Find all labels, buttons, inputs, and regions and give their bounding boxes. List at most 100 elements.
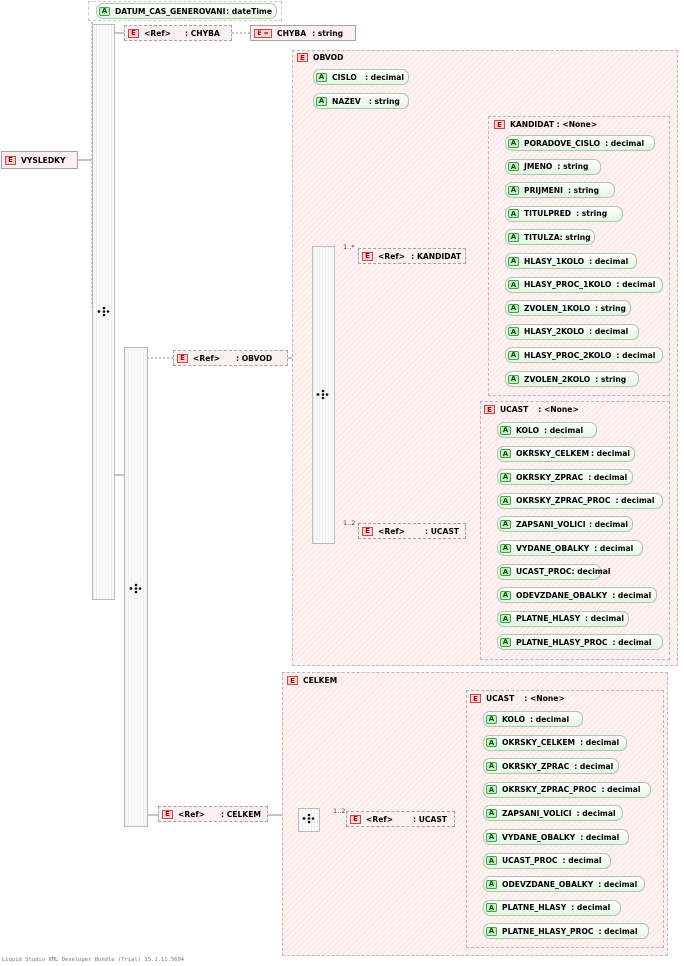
sequence-icon	[129, 583, 142, 594]
attribute-icon: A	[508, 185, 519, 195]
attribute-type: : string	[595, 374, 627, 384]
attribute-type: : dateTime	[226, 6, 272, 16]
attribute-type: : decimal	[562, 856, 602, 866]
attribute-icon: A	[508, 374, 519, 384]
chyba-ref[interactable]: E <Ref> : CHYBA	[124, 25, 232, 41]
celkem-ref[interactable]: E <Ref> : CELKEM	[158, 806, 268, 822]
attribute-name: TITULPRED	[524, 209, 572, 219]
element-icon: E	[297, 53, 308, 62]
attribute-icon: A	[500, 425, 511, 435]
attribute-type: : decimal	[364, 72, 404, 82]
attribute-type: : decimal	[616, 280, 656, 290]
attribute-type: : decimal	[601, 785, 641, 795]
root-element[interactable]: E VYSLEDKY	[1, 151, 78, 169]
attribute-icon: A	[508, 303, 519, 313]
ucast-title: UCAST	[486, 694, 515, 703]
inner-sequence[interactable]	[124, 347, 148, 827]
root-label: VYSLEDKY	[21, 155, 66, 165]
attribute-name: DATUM_CAS_GENEROVANI	[115, 6, 226, 16]
attribute-name: OKRSKY_ZPRAC_PROC	[502, 785, 597, 795]
attribute-type: : decimal	[589, 327, 629, 337]
attribute-name: VYDANE_OBALKY	[502, 832, 576, 842]
attribute-name: NAZEV	[332, 96, 361, 106]
attribute-type: : decimal	[612, 637, 652, 647]
ref-label: <Ref>	[378, 526, 406, 536]
celkem-header: E CELKEM	[287, 676, 337, 685]
attribute-name: HLASY_2KOLO	[524, 327, 585, 337]
datum-attribute[interactable]: A DATUM_CAS_GENEROVANI : dateTime	[96, 3, 277, 19]
attribute-type: : decimal	[588, 472, 628, 482]
attribute-icon: A	[500, 472, 511, 482]
attribute-type: : decimal	[612, 590, 652, 600]
element-icon: E	[177, 353, 188, 363]
attribute-icon: A	[316, 96, 327, 106]
attribute-name: ZAPSANI_VOLICI	[516, 519, 586, 529]
attribute-type: : string	[568, 185, 600, 195]
attribute-type: : string	[576, 209, 608, 219]
attribute-name: PLATNE_HLASY	[502, 903, 567, 913]
attribute-icon: A	[500, 637, 511, 647]
multiplicity-label: 1..2	[343, 519, 356, 527]
attribute-type: : decimal	[588, 519, 628, 529]
kandidat-header: E KANDIDAT : <None>	[494, 120, 597, 129]
attribute-icon: A	[99, 6, 110, 16]
multiplicity-label: 1..2	[333, 807, 346, 815]
kandidat-ref[interactable]: E <Ref> : KANDIDAT	[358, 248, 466, 264]
chyba-element[interactable]: E = CHYBA : string	[250, 25, 356, 41]
attribute-name: ZAPSANI_VOLICI	[502, 808, 572, 818]
attribute-type: : string	[368, 96, 400, 106]
multiplicity-label: 1..*	[343, 243, 355, 251]
attribute-icon: A	[486, 714, 497, 724]
attribute-name: VYDANE_OBALKY	[516, 543, 590, 553]
attribute-icon: A	[486, 832, 497, 842]
attribute-icon: A	[486, 738, 497, 748]
celkem-sequence[interactable]	[298, 808, 320, 832]
attribute-icon: A	[500, 496, 511, 506]
attribute-icon: A	[316, 72, 327, 82]
ucast-ref[interactable]: E <Ref> : UCAST	[358, 523, 466, 539]
celkem-ucast-ref[interactable]: E <Ref> : UCAST	[346, 811, 455, 827]
sequence-icon	[97, 306, 110, 317]
attribute-type: : decimal	[576, 808, 616, 818]
attribute-icon: A	[500, 590, 511, 600]
attribute-name: UCAST_PROC	[516, 567, 572, 577]
nazev-attribute[interactable]: A NAZEV : string	[313, 93, 409, 109]
attribute-type: : decimal	[598, 879, 638, 889]
obvod-ref[interactable]: E <Ref> : OBVOD	[173, 350, 288, 366]
attribute-type: : decimal	[584, 614, 624, 624]
attribute-name: PORADOVE_CISLO	[524, 138, 601, 148]
sequence-icon	[316, 389, 329, 400]
cislo-attribute[interactable]: A CISLO : decimal	[313, 69, 409, 85]
